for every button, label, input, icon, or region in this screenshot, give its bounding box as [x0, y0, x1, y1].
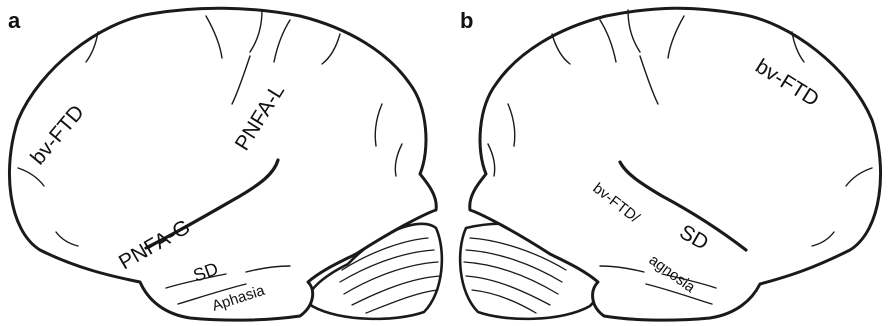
panel-b: b bv- [460, 8, 881, 320]
panel-a-letter: a [8, 8, 21, 33]
panel-a: a bv- [8, 8, 442, 320]
panel-b-letter: b [460, 8, 473, 33]
